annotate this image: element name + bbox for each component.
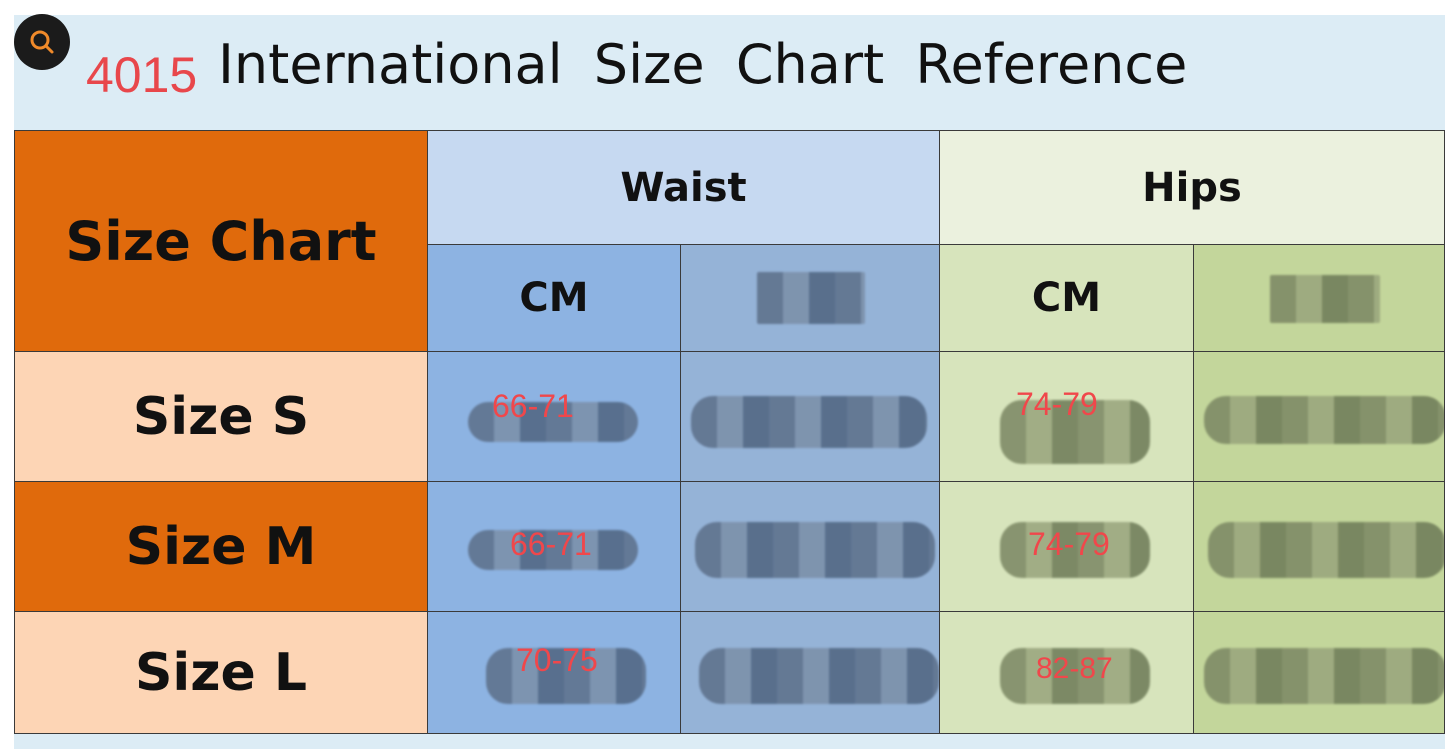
obscured-value [468,530,638,570]
waist-unit2-cell [680,611,940,734]
waist-cm-value: 66-71 [510,526,592,562]
hips-cm-header: CM [939,244,1194,352]
page-title: International Size Chart Reference [218,33,1188,96]
obscured-value [1204,648,1444,704]
obscured-value [468,402,638,442]
obscured-value [695,522,935,578]
obscured-value [1208,522,1444,578]
waist-unit2-cell [680,351,940,482]
waist-header: Waist [427,130,940,245]
hips-unit2-cell [1193,611,1445,734]
row-label-size-s: Size S [14,351,428,482]
obscured-label [1270,275,1380,323]
obscured-value [1000,522,1150,578]
hips-cm-cell: 74-79 [939,351,1194,482]
obscured-value [486,648,646,704]
hips-unit2-cell [1193,351,1445,482]
search-button[interactable] [14,14,70,70]
bottom-strip [14,734,1445,749]
waist-cm-cell: 66-71 [427,481,681,612]
waist-cm-value: 66-71 [492,388,574,424]
row-label-size-l: Size L [14,611,428,734]
hips-cm-value: 74-79 [1016,386,1098,422]
hips-cm-cell: 82-87 [939,611,1194,734]
waist-unit2-cell [680,481,940,612]
obscured-value [1204,396,1444,444]
hips-header: Hips [939,130,1445,245]
waist-cm-cell: 70-75 [427,611,681,734]
hips-cm-value: 74-79 [1028,526,1110,562]
waist-cm-cell: 66-71 [427,351,681,482]
obscured-value [699,648,939,704]
hips-unit2-header [1193,244,1445,352]
row-label-size-m: Size M [14,481,428,612]
obscured-value [1000,400,1150,464]
size-chart-table: Size Chart Waist Hips CM CM Size S 66-71… [14,130,1445,734]
hips-cm-value: 82-87 [1036,652,1113,685]
waist-unit2-header [680,244,940,352]
waist-cm-header: CM [427,244,681,352]
hips-cm-cell: 74-79 [939,481,1194,612]
item-number: 4015 [86,47,198,103]
waist-cm-value: 70-75 [516,642,598,678]
search-icon [30,30,54,54]
corner-header: Size Chart [14,130,428,352]
obscured-value [691,396,927,448]
obscured-value [1000,648,1150,704]
hips-unit2-cell [1193,481,1445,612]
obscured-label [757,272,865,324]
